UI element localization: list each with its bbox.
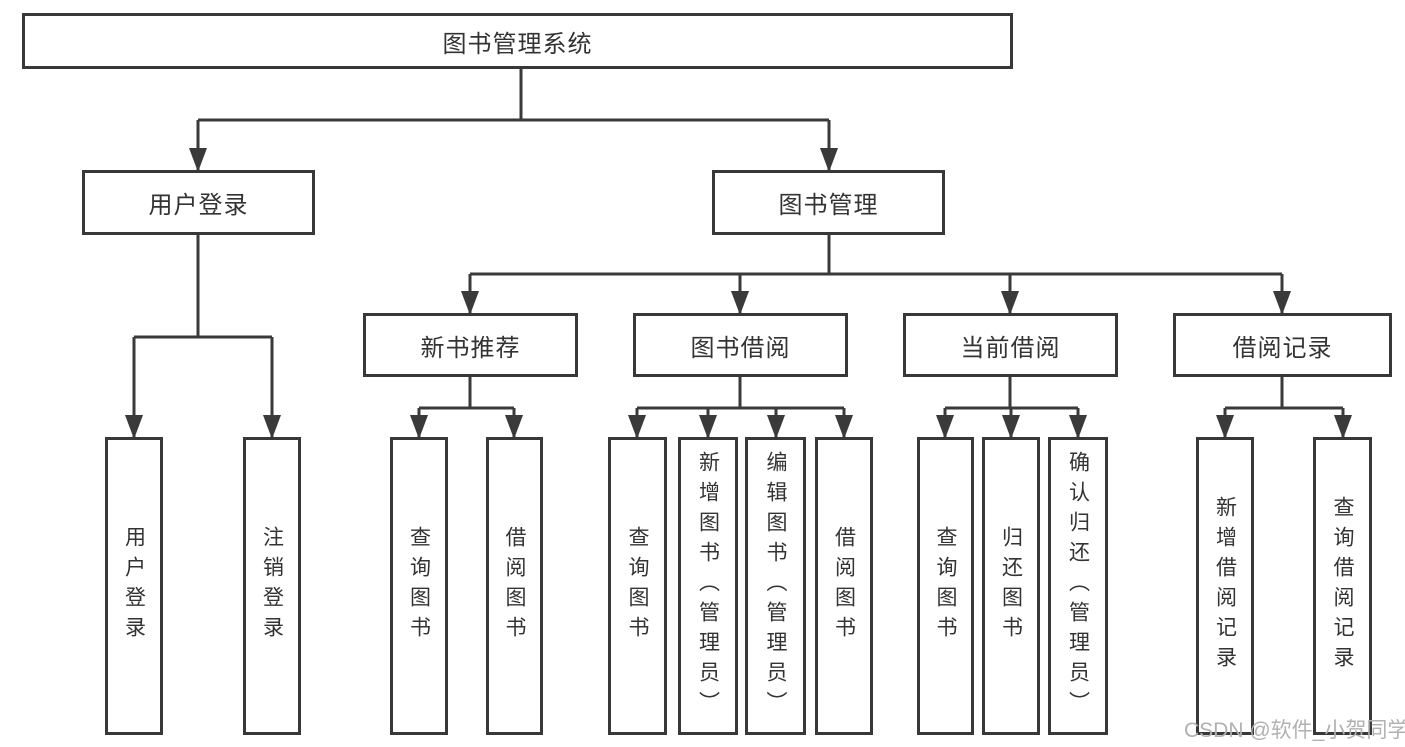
node-label: 图书管理系统 (442, 30, 593, 58)
leaf-add-borrow-record: 新增借阅记录 (1196, 437, 1254, 735)
arrowhead (461, 291, 479, 315)
node-new-book-recommend: 新书推荐 (363, 313, 578, 377)
edge-current-borrow-children (936, 377, 1087, 439)
arrowhead (731, 291, 749, 315)
node-label: 借阅记录 (1232, 334, 1333, 362)
leaf-query-book-recommend: 查询图书 (390, 437, 448, 735)
edge-book-management-children (461, 235, 1291, 315)
leaf-label: 注销登录 (260, 526, 284, 646)
leaf-borrow-book-recommend: 借阅图书 (486, 437, 543, 735)
leaf-label: 借阅图书 (503, 526, 526, 646)
leaf-return-book: 归还图书 (982, 437, 1040, 735)
arrowhead (628, 415, 646, 439)
arrowhead (189, 148, 207, 172)
leaf-logout: 注销登录 (243, 437, 301, 735)
arrowhead (1216, 415, 1234, 439)
arrowhead (835, 415, 853, 439)
arrowhead (263, 415, 281, 439)
leaf-add-book-admin: 新增图书（管理员） (678, 437, 738, 735)
leaf-label: 查询图书 (626, 526, 649, 646)
arrowhead (410, 415, 428, 439)
edge-root-to-level2 (189, 68, 838, 172)
edge-new-book-recommend-children (410, 377, 523, 439)
arrowhead (1069, 415, 1087, 439)
leaf-query-book-current: 查询图书 (917, 437, 974, 735)
leaf-label: 归还图书 (999, 526, 1023, 646)
leaf-confirm-return-admin: 确认归还（管理员） (1048, 437, 1108, 735)
node-book-borrow: 图书借阅 (633, 313, 848, 377)
leaf-query-borrow-record: 查询借阅记录 (1313, 437, 1372, 735)
leaf-label: 查询借阅记录 (1331, 496, 1354, 676)
leaf-user-login: 用户登录 (105, 437, 163, 735)
leaf-borrow-book: 借阅图书 (815, 437, 873, 735)
leaf-label: 新增借阅记录 (1213, 496, 1237, 676)
node-label: 用户登录 (148, 192, 249, 219)
node-user-login: 用户登录 (82, 170, 315, 235)
leaf-label: 编辑图书（管理员） (764, 451, 787, 721)
edge-borrow-records-children (1216, 377, 1352, 439)
node-library-management-system: 图书管理系统 (22, 13, 1013, 69)
leaf-query-book-borrow: 查询图书 (608, 437, 667, 735)
arrowhead (505, 415, 523, 439)
leaf-label: 查询图书 (407, 526, 431, 646)
arrowhead (125, 415, 143, 439)
arrowhead (936, 415, 954, 439)
node-label: 新书推荐 (420, 334, 521, 362)
node-label: 图书管理 (778, 192, 879, 219)
csdn-watermark: CSDN @软件_小贺同学 (1184, 719, 1405, 742)
node-current-borrow: 当前借阅 (903, 313, 1118, 377)
node-borrow-records: 借阅记录 (1173, 313, 1392, 377)
edge-user-login-children (125, 235, 281, 439)
node-label: 图书借阅 (690, 334, 791, 362)
node-label: 当前借阅 (960, 334, 1061, 362)
leaf-label: 确认归还（管理员） (1066, 451, 1090, 721)
leaf-label: 借阅图书 (832, 526, 856, 646)
edge-book-borrow-children (628, 377, 853, 439)
arrowhead (1001, 291, 1019, 315)
arrowhead (699, 415, 717, 439)
leaf-label: 查询图书 (934, 526, 957, 646)
node-book-management: 图书管理 (712, 170, 945, 235)
arrowhead (1273, 291, 1291, 315)
leaf-label: 用户登录 (122, 526, 146, 646)
arrowhead (767, 415, 785, 439)
arrowhead (1334, 415, 1352, 439)
arrowhead (820, 148, 838, 172)
leaf-edit-book-admin: 编辑图书（管理员） (745, 437, 806, 735)
leaf-label: 新增图书（管理员） (696, 451, 720, 721)
arrowhead (1002, 415, 1020, 439)
